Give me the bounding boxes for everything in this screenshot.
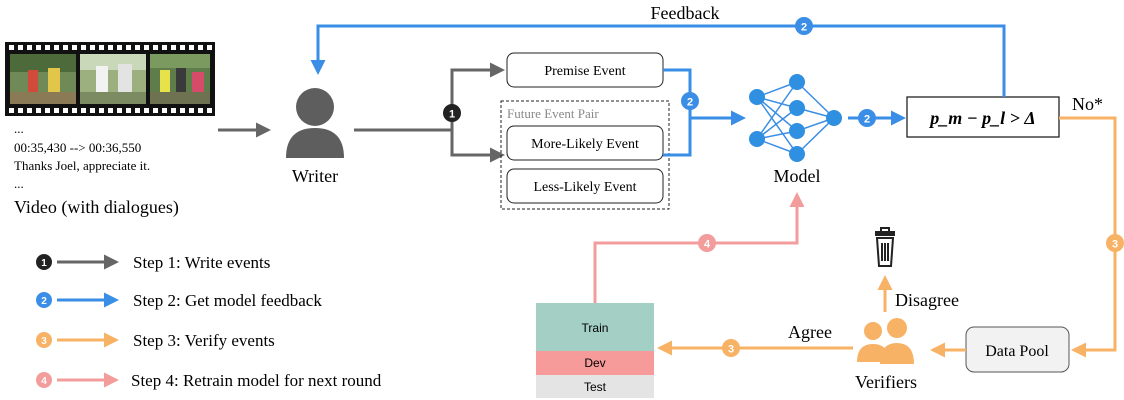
transcript-line-4: ... bbox=[14, 176, 24, 191]
legend-label-step-4: Step 4: Retrain model for next round bbox=[131, 371, 382, 390]
film-strip-image bbox=[5, 42, 215, 116]
less-likely-event-label: Less-Likely Event bbox=[533, 180, 636, 195]
legend-item-step-2: 2 Step 2: Get model feedback bbox=[36, 291, 322, 310]
network-node bbox=[789, 146, 805, 162]
step-3-badge-pool bbox=[1106, 234, 1124, 252]
step-4-badge-number: 4 bbox=[704, 239, 711, 251]
transcript-line-1: ... bbox=[14, 121, 24, 136]
dev-split-block bbox=[536, 351, 654, 375]
test-split-block bbox=[536, 375, 654, 398]
events-to-model-arrows bbox=[663, 68, 746, 157]
premise-event-label: Premise Event bbox=[544, 64, 625, 79]
train-split-label: Train bbox=[582, 321, 609, 335]
legend-label-step-1: Step 1: Write events bbox=[133, 253, 270, 272]
less-likely-event-box bbox=[506, 168, 664, 204]
network-node bbox=[789, 100, 805, 116]
step-2-badge-feedback-number: 2 bbox=[801, 22, 807, 34]
svg-text:1: 1 bbox=[41, 258, 47, 269]
legend-label-step-2: Step 2: Get model feedback bbox=[133, 291, 322, 310]
verifiers-icon bbox=[857, 318, 914, 364]
disagree-label: Disagree bbox=[895, 290, 959, 310]
more-likely-event-label: More-Likely Event bbox=[531, 137, 639, 152]
legend: 1 Step 1: Write events 2 Step 2: Get mod… bbox=[36, 253, 382, 390]
legend-item-step-3: 3 Step 3: Verify events bbox=[36, 331, 275, 350]
svg-text:2: 2 bbox=[41, 296, 47, 307]
future-event-pair-title: Future Event Pair bbox=[507, 106, 599, 121]
feedback-loop-arrow bbox=[310, 24, 1006, 97]
model-network-icon bbox=[749, 74, 842, 162]
film-holes-bottom bbox=[9, 108, 212, 113]
network-node bbox=[789, 74, 805, 90]
condition-box bbox=[906, 96, 1060, 138]
film-holes-top bbox=[9, 45, 212, 50]
no-to-data-pool-arrow bbox=[1059, 116, 1117, 358]
step-2-badge-events-number: 2 bbox=[687, 97, 693, 109]
trash-icon bbox=[875, 227, 895, 267]
data-pool-label: Data Pool bbox=[985, 343, 1049, 360]
test-split-label: Test bbox=[584, 380, 607, 394]
transcript-line-2: 00:35,430 --> 00:36,550 bbox=[14, 140, 141, 155]
transcript-line-3: Thanks Joel, appreciate it. bbox=[14, 158, 150, 173]
feedback-label: Feedback bbox=[651, 3, 720, 23]
legend-label-step-3: Step 3: Verify events bbox=[133, 331, 275, 350]
writer-icon bbox=[286, 88, 344, 158]
video-caption: Video (with dialogues) bbox=[14, 197, 179, 218]
dev-split-label: Dev bbox=[584, 356, 605, 370]
verifiers-label: Verifiers bbox=[855, 372, 917, 392]
condition-formula: p_m − p_l > Δ bbox=[928, 108, 1035, 128]
network-node bbox=[749, 131, 765, 147]
step-3-badge-pool-number: 3 bbox=[1112, 239, 1118, 251]
network-node bbox=[749, 89, 765, 105]
network-node bbox=[789, 123, 805, 139]
step-4-badge bbox=[698, 234, 716, 252]
step-1-badge-number: 1 bbox=[449, 109, 455, 121]
step-2-badge-model-number: 2 bbox=[864, 114, 870, 126]
agree-label: Agree bbox=[788, 322, 832, 342]
step-3-badge-agree-number: 3 bbox=[728, 344, 734, 356]
writer-to-events-arrows bbox=[354, 62, 505, 163]
train-split-block bbox=[536, 303, 654, 351]
more-likely-event-box bbox=[506, 125, 664, 161]
network-node bbox=[826, 110, 842, 126]
svg-text:3: 3 bbox=[41, 336, 47, 347]
condition-no-label: No* bbox=[1072, 94, 1103, 114]
model-label: Model bbox=[774, 166, 821, 186]
legend-item-step-4: 4 Step 4: Retrain model for next round bbox=[36, 371, 382, 390]
step-1-badge bbox=[443, 104, 461, 122]
step-2-badge-model bbox=[858, 109, 876, 127]
step-3-badge-agree bbox=[722, 339, 740, 357]
retrain-arrow bbox=[593, 192, 805, 303]
step-2-badge-events bbox=[681, 92, 699, 110]
svg-text:4: 4 bbox=[41, 376, 47, 387]
step-2-badge-feedback bbox=[795, 17, 813, 35]
legend-item-step-1: 1 Step 1: Write events bbox=[36, 253, 270, 272]
writer-label: Writer bbox=[292, 166, 338, 186]
